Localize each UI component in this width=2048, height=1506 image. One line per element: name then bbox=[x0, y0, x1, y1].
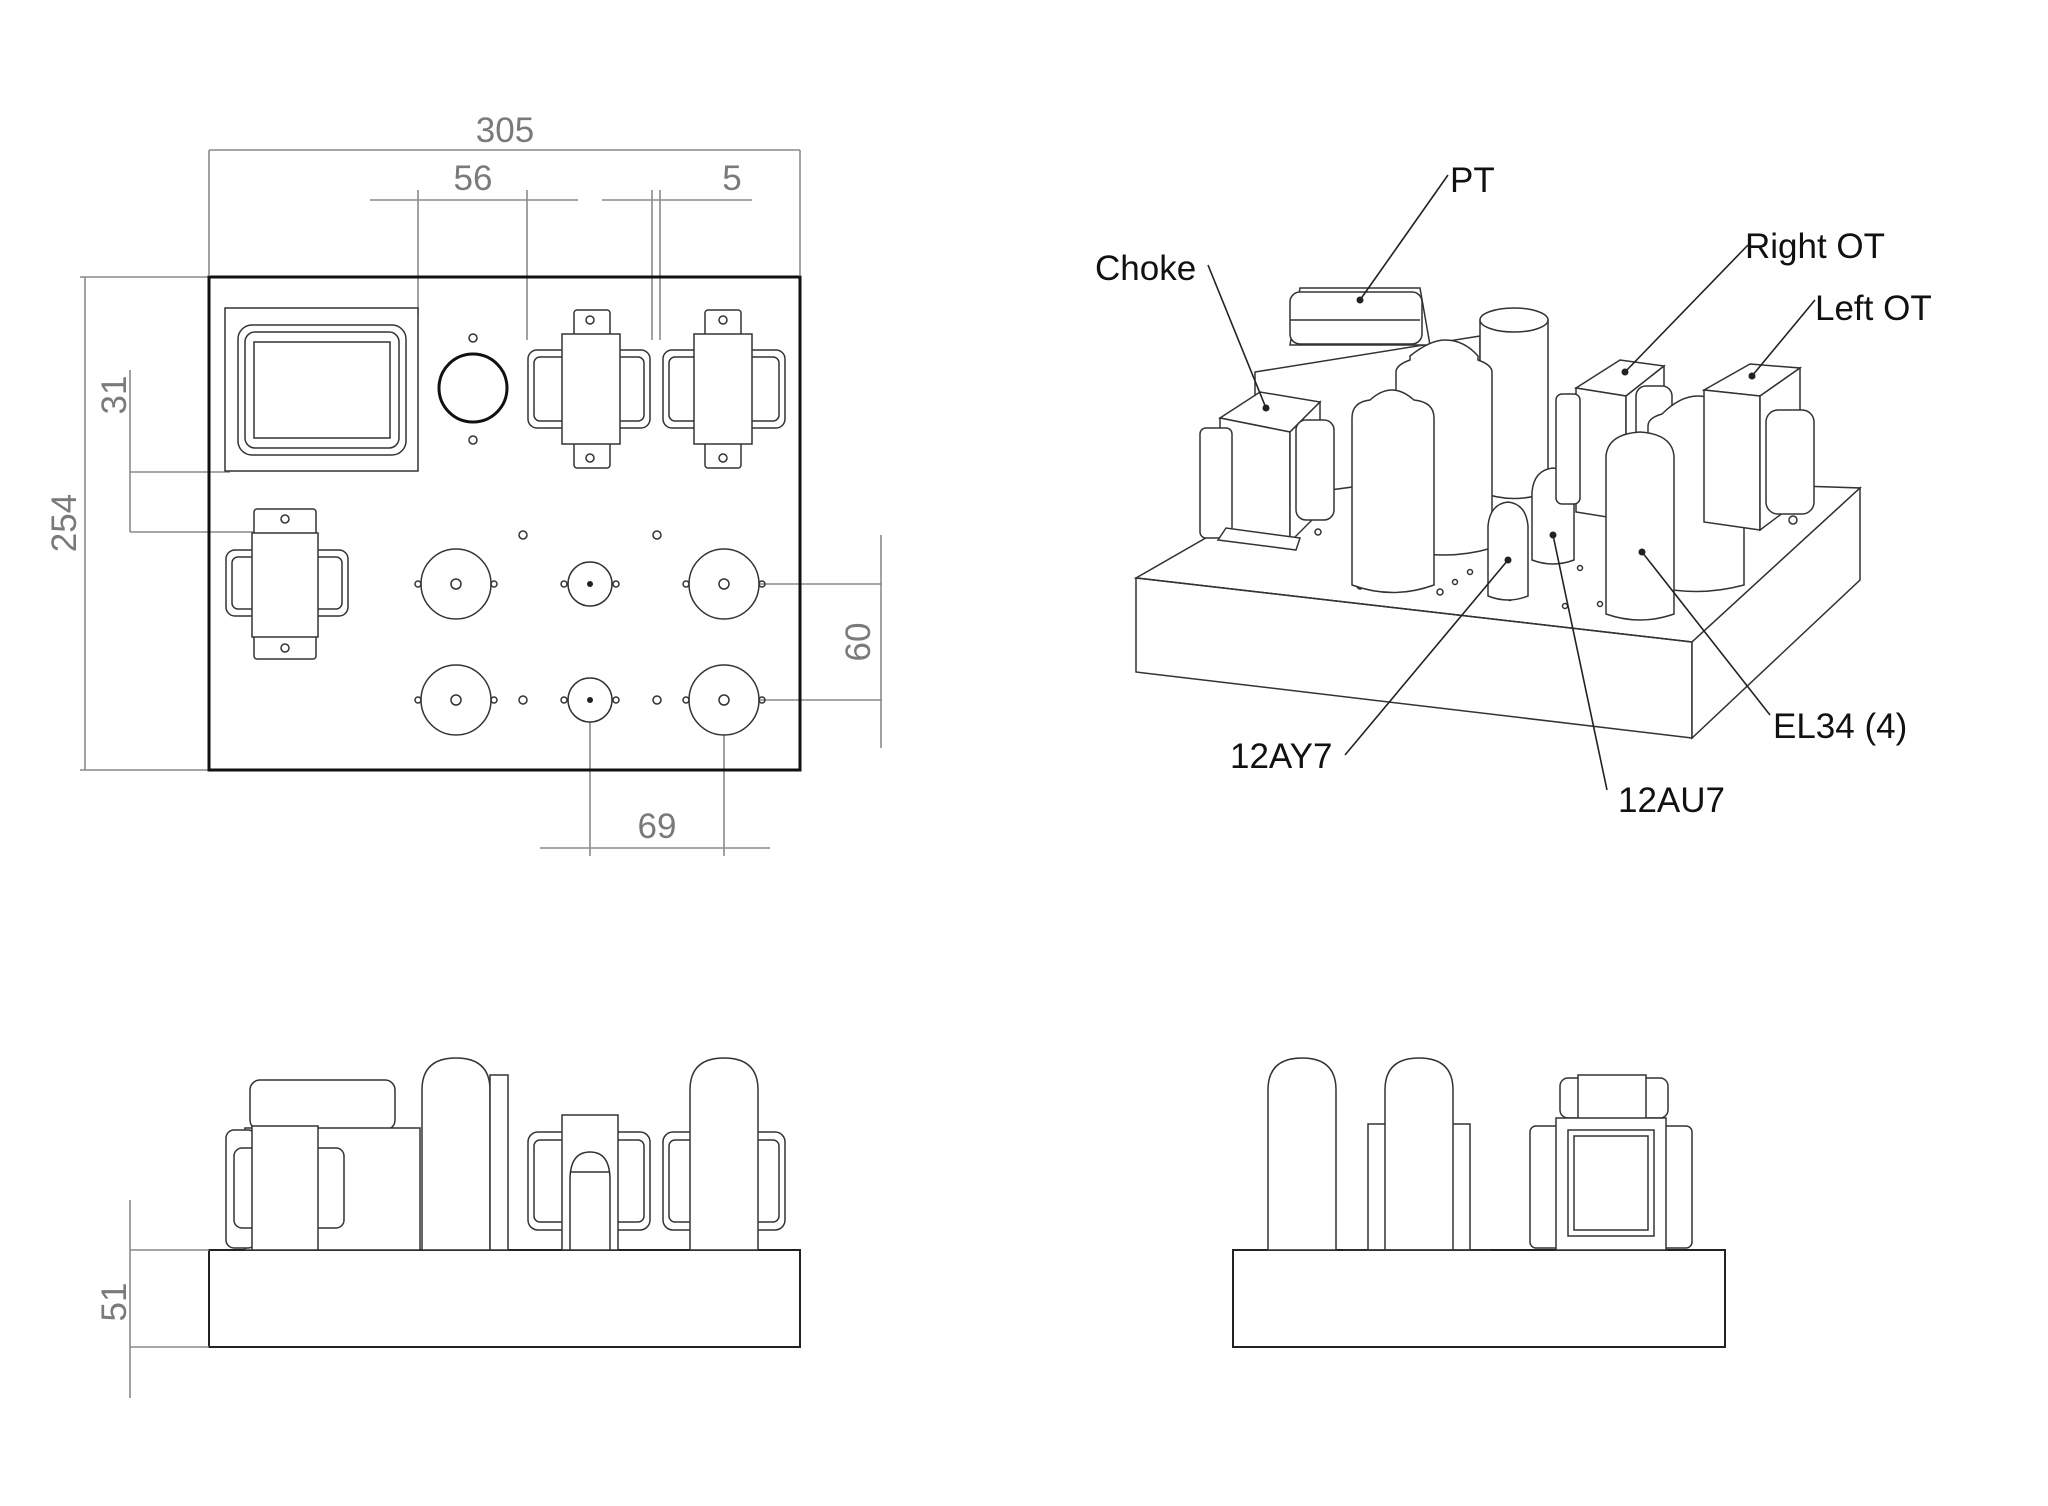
top-right-ot bbox=[662, 309, 786, 469]
label-pt: PT bbox=[1450, 161, 1495, 200]
top-tube-sockets bbox=[414, 530, 766, 736]
socket-12ay7 bbox=[560, 677, 620, 723]
dim-chassis-height: 51 bbox=[95, 1283, 134, 1322]
iso-view: PT Choke Right OT Left OT EL34 (4) 12AY7… bbox=[1095, 161, 1932, 820]
socket-el34 bbox=[414, 548, 498, 620]
dim-pt-offset: 56 bbox=[454, 159, 493, 198]
iso-rectifier-tube bbox=[1479, 307, 1549, 500]
top-view: 305 56 5 254 31 60 69 bbox=[45, 111, 882, 856]
top-view-dimension-lines bbox=[80, 149, 882, 856]
label-12au7: 12AU7 bbox=[1618, 781, 1725, 820]
front-el34-left bbox=[421, 1057, 509, 1251]
dim-tube-row-spacing: 60 bbox=[839, 623, 878, 662]
dim-choke-offset: 31 bbox=[95, 376, 134, 415]
label-right-ot: Right OT bbox=[1745, 227, 1885, 266]
iso-callout-leaders bbox=[1207, 174, 1816, 791]
iso-left-ot bbox=[1701, 363, 1815, 532]
side-el34-left bbox=[1267, 1057, 1337, 1251]
top-rectifier-socket bbox=[437, 333, 509, 445]
side-transformer bbox=[1529, 1074, 1693, 1251]
label-el34: EL34 (4) bbox=[1773, 707, 1907, 746]
dim-overall-depth: 254 bbox=[45, 494, 84, 552]
dim-ot-gap: 5 bbox=[722, 159, 741, 198]
dim-overall-width: 305 bbox=[476, 111, 534, 150]
front-chassis-outline bbox=[208, 1249, 801, 1348]
socket-el34 bbox=[414, 664, 498, 736]
dim-tube-spacing: 69 bbox=[638, 807, 677, 846]
label-12ay7: 12AY7 bbox=[1230, 737, 1333, 776]
front-pt-choke bbox=[225, 1079, 421, 1251]
top-choke bbox=[225, 508, 349, 660]
label-choke: Choke bbox=[1095, 249, 1196, 288]
socket-el34 bbox=[682, 664, 766, 736]
front-center-ot bbox=[527, 1114, 651, 1251]
front-dimension-lines bbox=[129, 1200, 209, 1398]
side-chassis-outline bbox=[1232, 1249, 1726, 1348]
front-view: 51 bbox=[95, 1057, 801, 1398]
iso-callout-dots bbox=[1262, 296, 1756, 564]
front-right-ot bbox=[662, 1057, 786, 1251]
iso-el34-front-left bbox=[1351, 389, 1435, 594]
iso-choke bbox=[1199, 391, 1335, 551]
top-left-ot bbox=[527, 309, 651, 469]
label-left-ot: Left OT bbox=[1815, 289, 1932, 328]
top-chassis-outline bbox=[207, 275, 802, 772]
iso-el34-front-right bbox=[1605, 431, 1675, 621]
top-power-transformer bbox=[224, 307, 419, 472]
socket-12au7 bbox=[560, 561, 620, 607]
side-el34-right bbox=[1367, 1057, 1471, 1251]
socket-el34 bbox=[682, 548, 766, 620]
side-view bbox=[1232, 1057, 1726, 1348]
iso-12ay7 bbox=[1487, 501, 1529, 601]
